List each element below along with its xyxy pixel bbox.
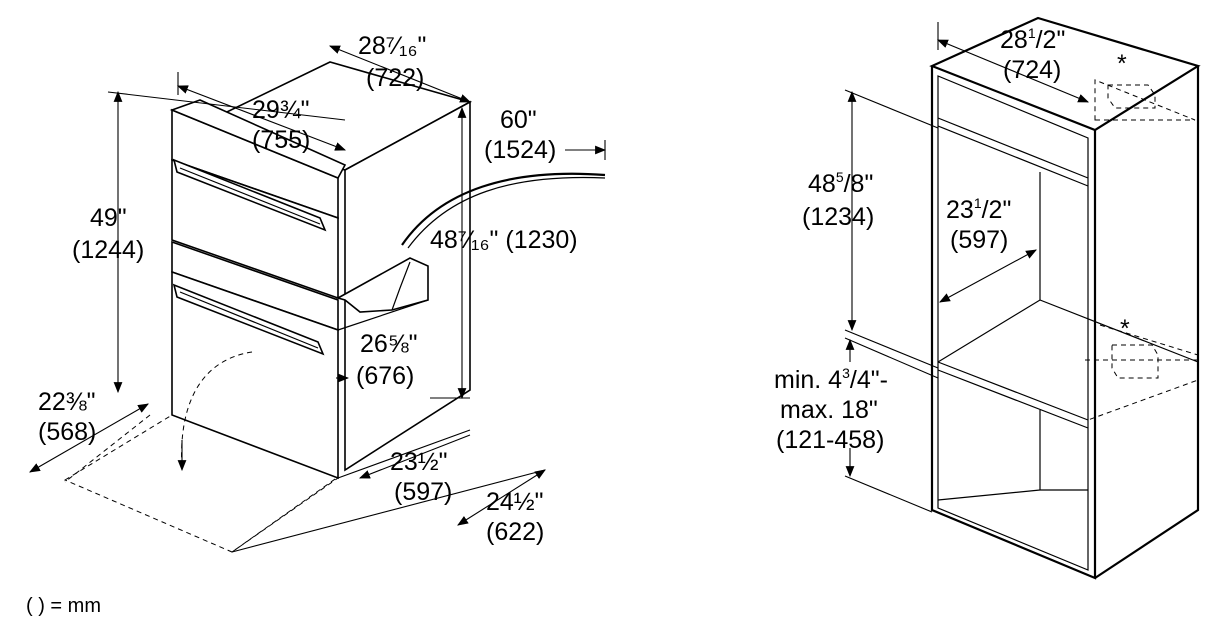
cab-depth-mm: (597) [950,226,1008,254]
power-cord [401,172,606,246]
cab-base-mm: (121-458) [776,426,884,454]
cab-depth-in: 231/2" [946,195,1011,224]
dim-cord-mm: (1524) [484,136,556,164]
cabinet-labels: 281/2" (724) 485/8" (1234) 231/2" (597) … [774,25,1130,454]
oven-labels: 28⁷⁄₁₆" (722) 29¾" (755) 60" (1524) 49" … [38,32,578,546]
dim-body-depth-in: 26⅝" [360,330,418,358]
cabinet-side [1094,66,1200,579]
dim-body-depth-mm: (676) [356,362,414,390]
dim-door-in: 22⅜" [38,388,96,416]
star-top: * [1117,50,1127,78]
dim-depth-mm: (597) [394,478,452,506]
cab-base-min: min. 43/4"- [774,365,888,394]
cabinet-drawing [844,16,1201,580]
star-mid: * [1120,315,1130,343]
dim-front-width-mm: (755) [252,126,310,154]
cabinet-front [930,66,1097,580]
cab-width-mm: (724) [1003,56,1061,84]
dim-front-width-in: 29¾" [252,96,310,124]
outlet-box-mid [1111,344,1159,379]
dim-door-mm: (568) [38,418,96,446]
outlet-box-top [1107,84,1156,109]
dim-height-mm: (1244) [72,236,144,264]
dim-height-in: 49" [90,204,127,232]
upper-handle [172,158,327,232]
dim-depth-total-mm: (622) [486,518,544,546]
units-legend: ( ) = mm [26,595,101,617]
cab-height-mm: (1234) [802,203,874,231]
cab-height-in: 485/8" [808,169,873,198]
oven-drawing [29,45,607,553]
cab-width-in: 281/2" [1000,25,1065,54]
dim-depth-in: 23½" [390,448,448,476]
dim-top-width-in: 28⁷⁄₁₆" [358,32,426,60]
cab-base-max: max. 18" [780,396,878,424]
dim-depth-total-in: 24½" [486,488,544,516]
trim-bracket [335,257,429,313]
dim-top-width-mm: (722) [366,64,424,92]
dim-cord-in: 60" [500,106,537,134]
dim-body-height: 48⁷⁄₁₆" (1230) [430,226,578,254]
